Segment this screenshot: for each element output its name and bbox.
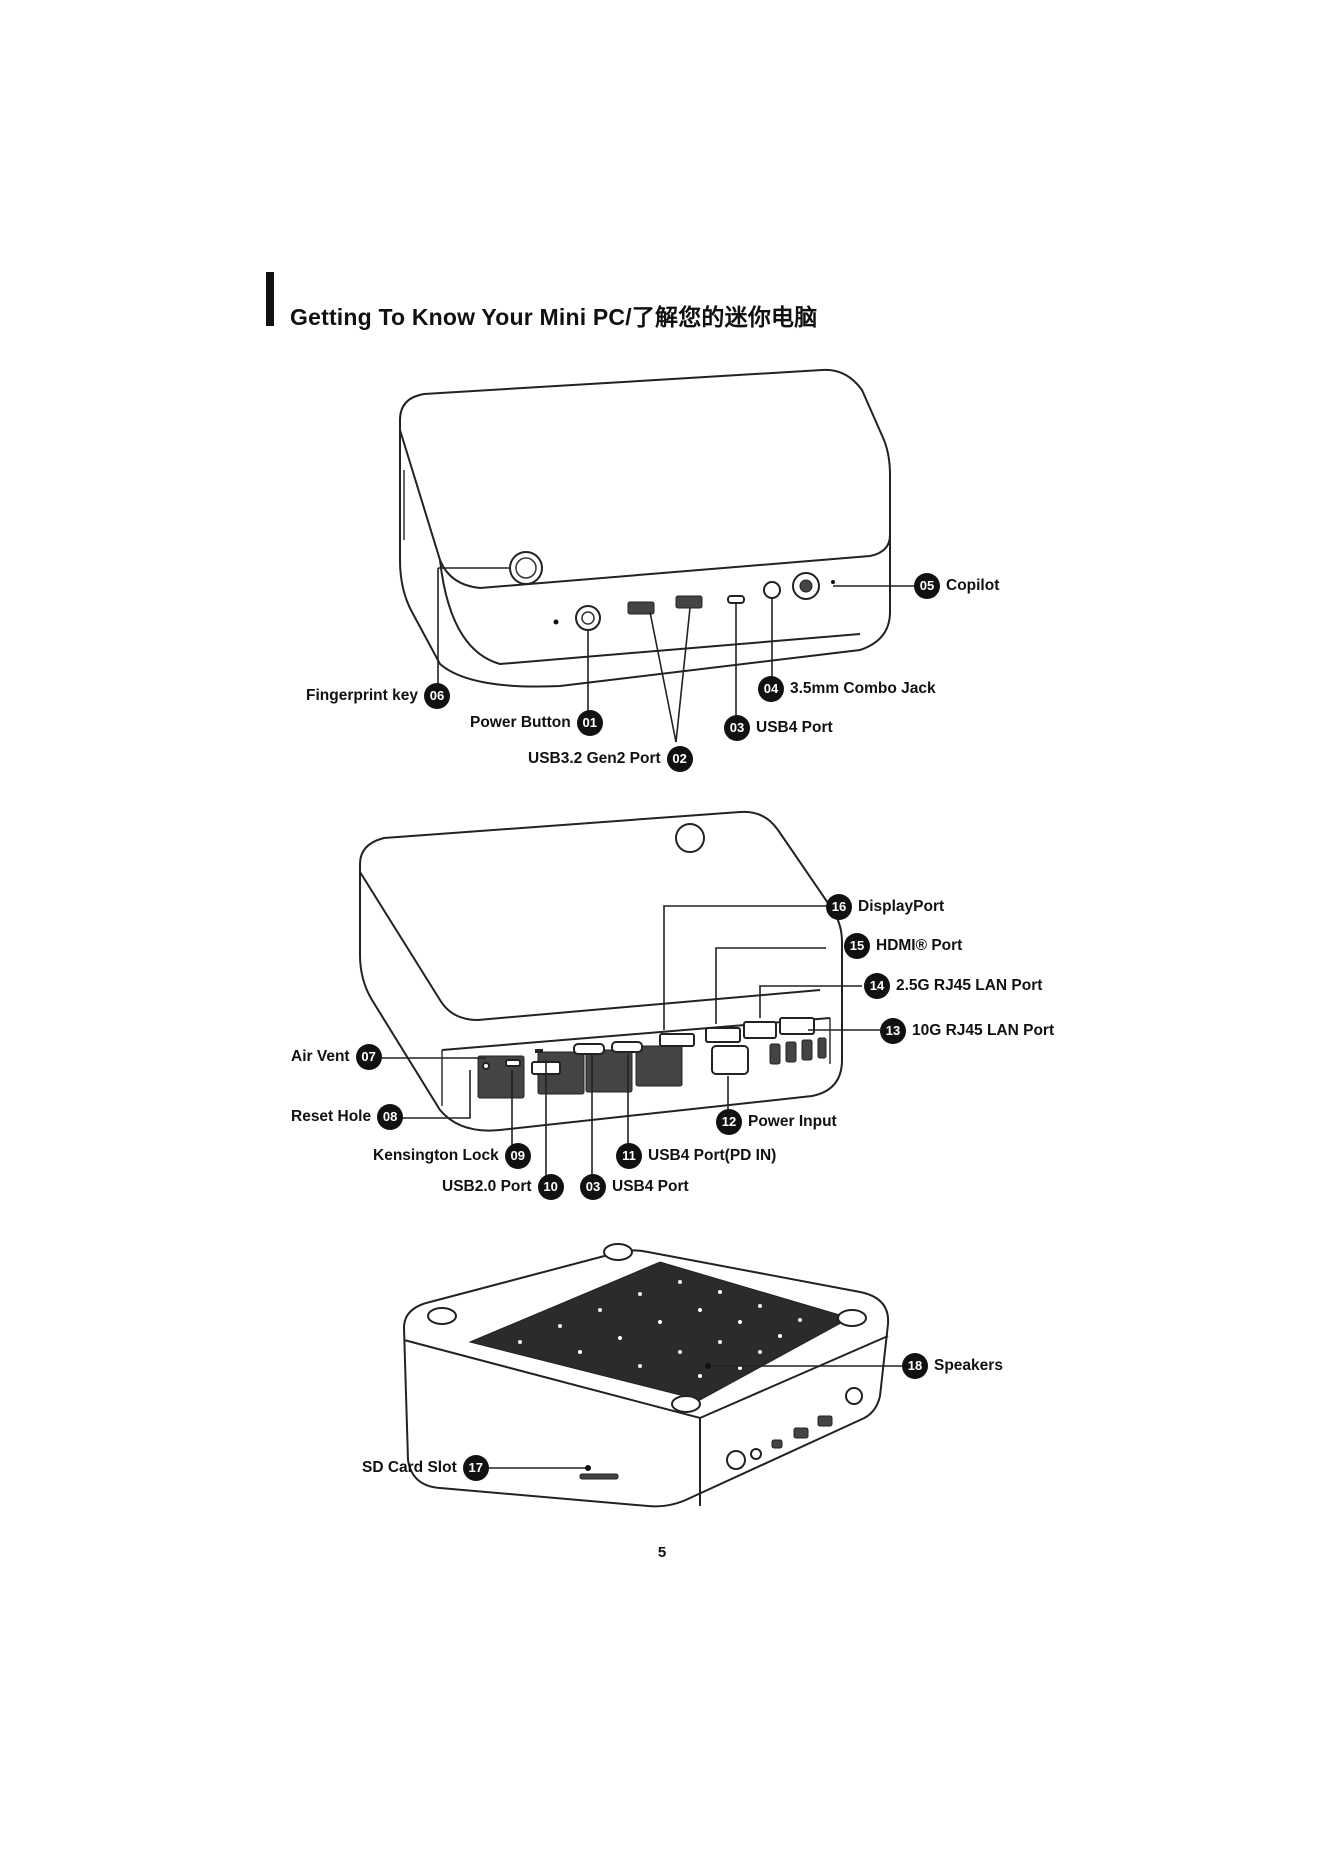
title-accent-bar — [266, 272, 274, 326]
page-title: Getting To Know Your Mini PC/了解您的迷你电脑 — [290, 304, 818, 330]
callout-badge: 11 — [616, 1143, 642, 1169]
callout-badge: 18 — [902, 1353, 928, 1379]
callout-kensington-lock: Kensington Lock 09 — [373, 1143, 531, 1169]
callout-air-vent: Air Vent 07 — [291, 1044, 382, 1070]
callout-badge: 06 — [423, 683, 450, 709]
callout-usb2-port: USB2.0 Port 10 — [442, 1174, 564, 1200]
callout-badge: 03 — [724, 715, 750, 741]
callout-badge: 10 — [537, 1174, 564, 1200]
callout-displayport: 16 DisplayPort — [826, 894, 944, 920]
page-number: 5 — [657, 1544, 667, 1561]
rear-view-illustration — [359, 810, 880, 1182]
callout-speakers: 18 Speakers — [902, 1353, 1003, 1379]
callout-badge: 15 — [844, 933, 870, 959]
bottom-view-illustration — [402, 1243, 904, 1508]
callout-usb4-port-front: 03 USB4 Port — [724, 715, 833, 741]
callout-badge: 01 — [576, 710, 603, 736]
front-view-illustration — [399, 368, 916, 743]
callout-badge: 09 — [504, 1143, 531, 1169]
callout-sd-card-slot: DisplayPort SD Card Slot 17 — [362, 1455, 489, 1481]
callout-usb4-port-rear: 03 USB4 Port — [580, 1174, 689, 1200]
callout-10g-lan-port: 13 10G RJ45 LAN Port — [880, 1018, 1054, 1044]
callout-badge: 14 — [864, 973, 890, 999]
callout-copilot: 05 Copilot — [914, 573, 999, 599]
callout-badge: 02 — [666, 746, 693, 772]
callout-hdmi-port: 15 HDMI® Port — [844, 933, 962, 959]
callout-badge: 04 — [758, 676, 784, 702]
callout-badge: 03 — [580, 1174, 606, 1200]
callout-2-5g-lan-port: 14 2.5G RJ45 LAN Port — [864, 973, 1042, 999]
callout-badge: 08 — [377, 1104, 404, 1130]
callout-reset-hole: Reset Hole 08 — [291, 1104, 404, 1130]
callout-power-input: 12 Power Input — [716, 1109, 837, 1135]
callout-badge: 07 — [355, 1044, 382, 1070]
callout-badge: 17 — [462, 1455, 489, 1481]
callout-badge: 16 — [826, 894, 852, 920]
callout-power-button: Power Button 01 — [470, 710, 603, 736]
callout-badge: 12 — [716, 1109, 742, 1135]
callout-combo-jack: 04 3.5mm Combo Jack — [758, 676, 936, 702]
callout-badge: 05 — [914, 573, 940, 599]
callout-usb32-gen2-port: USB3.2 Gen2 Port 02 — [528, 746, 693, 772]
callout-badge: 13 — [880, 1018, 906, 1044]
callout-fingerprint-key: Fingerprint key 06 — [306, 683, 450, 709]
callout-usb4-pd-in: 11 USB4 Port(PD IN) — [616, 1143, 776, 1169]
